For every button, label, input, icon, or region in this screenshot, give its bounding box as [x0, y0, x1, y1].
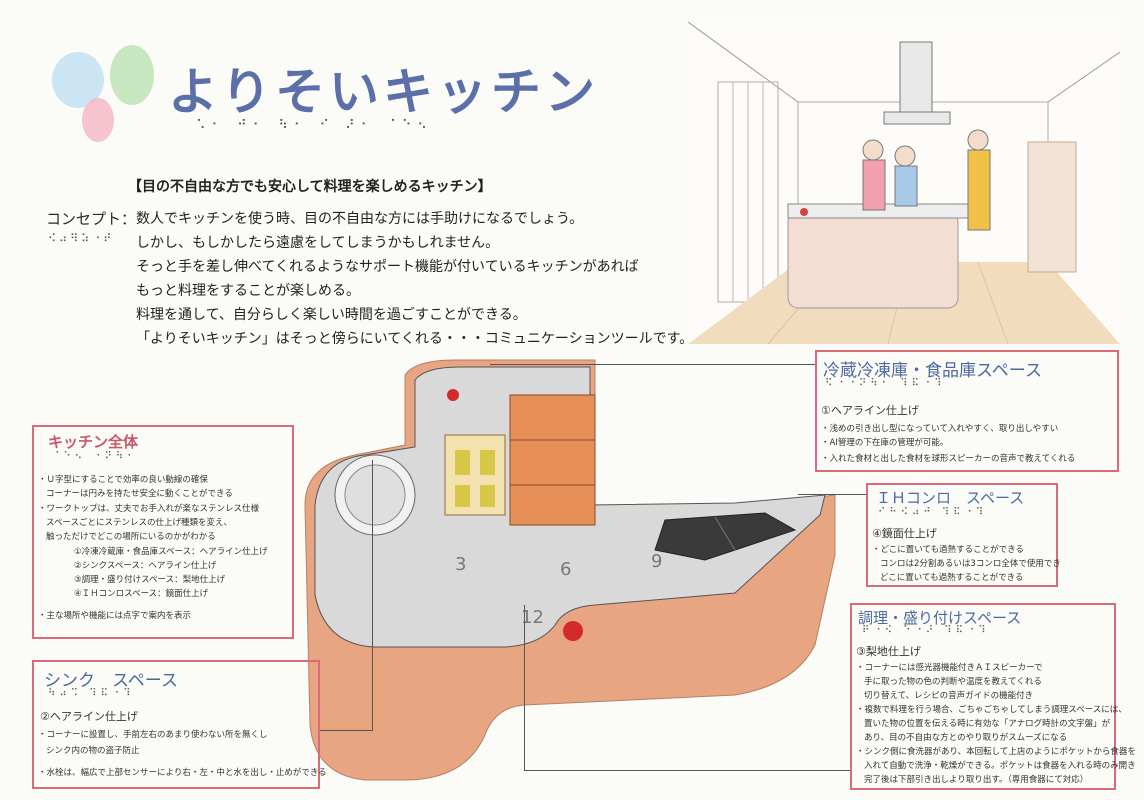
concept-label: コンセプト：	[46, 210, 137, 228]
cooking-head: ③梨地仕上げ	[856, 645, 921, 658]
ih-head: ④鏡面仕上げ	[872, 527, 937, 540]
sink-item: シンク内の物の盗子防止	[46, 746, 140, 756]
ih-item: ・どこに置いても過熱することができる	[872, 545, 1024, 555]
sink-item: ・水栓は、幅広で上部センサーにより右・左・中と水を出し・止めができる	[38, 768, 327, 778]
kitchen-all-item: コーナーは円みを持たせ安全に動くことができる	[46, 489, 233, 499]
ih-item: コンロは2分割あるいは3コンロ全体で使用でき	[880, 559, 1061, 569]
cooking-braille: ⠟⠐⠪ ⠑⠐⠜ ⠹⠯⠐⠹	[862, 625, 990, 636]
leader-sink-v	[372, 460, 373, 730]
concept-braille: ⠪⠴⠻⠵⠐⠞	[48, 232, 115, 245]
cooking-item: ・複数で料理を行う場合、ごちゃごちゃしてしまう調理スペースには、	[856, 705, 1127, 715]
kitchen-sketch: 3 6 9 12	[304, 359, 836, 781]
kitchen-all-item: ・ワークトップは、丈夫でお手入れが楽なステンレス仕様	[38, 504, 260, 514]
fridge-head: ①ヘアライン仕上げ	[821, 404, 919, 417]
sink-panel: シンク スペース ⠳⠴⠩ ⠹⠯⠐⠹ ②ヘアライン仕上げ ・コーナーに設置し、手前…	[32, 660, 327, 789]
cooking-item: 手に取った物の色の判断や温度を教えてくれる	[864, 677, 1042, 687]
cooking-item: ・コーナーには感光器機能付きＡＩスピーカーで	[856, 663, 1043, 673]
kitchen-all-braille: ⠈⠑⠢ ⠐⠝⠳⠂	[52, 451, 139, 462]
leader-cooking-h	[524, 770, 850, 771]
svg-text:12: 12	[521, 607, 544, 628]
fridge-item: ・入れた食材と出した食材を球形スピーカーの音声で教えてくれる	[821, 454, 1076, 464]
cooking-title: 調理・盛り付けスペース	[858, 609, 1022, 627]
leader-cooking-v	[524, 605, 525, 770]
kitchen-all-panel: キッチン全体 ⠈⠑⠢ ⠐⠝⠳⠂ ・Ｕ字型にすることで効率の良い動線の確保 コーナ…	[32, 425, 294, 639]
fridge-braille: ⠫⠐⠐⠝⠳⠂ ⠹⠯⠐⠹	[825, 378, 946, 389]
kitchen-all-item: スペースごとにステンレスの仕上げ種類を変え、	[46, 518, 232, 528]
fridge-item: ・AI管理の下在庫の管理が可能。	[821, 438, 949, 448]
kitchen-all-title: キッチン全体	[48, 433, 139, 451]
sink-head: ②ヘアライン仕上げ	[40, 710, 138, 723]
sink-item: ・コーナーに設置し、手前左右のあまり使わない所を無くし	[38, 730, 268, 740]
fridge-item: ・浅めの引き出し型になっていて入れやすく、取り出しやすい	[821, 424, 1059, 434]
kitchen-all-item: ④ＩＨコンロスペース：鏡面仕上げ	[74, 589, 209, 599]
kitchen-all-item: ・主な場所や機能には点字で案内を表示	[38, 611, 192, 621]
kitchen-all-item: ・Ｕ字型にすることで効率の良い動線の確保	[38, 475, 208, 485]
kitchen-all-item: ②シンクスペース：ヘアライン仕上げ	[74, 561, 217, 571]
logo-circles	[52, 45, 154, 142]
title-braille: ⠡⠂ ⠚⠂ ⠳⠂ ⠊ ⠜⠂ ⠈⠑⠢	[196, 118, 433, 133]
ih-title: ＩＨコンロ スペース	[876, 489, 1025, 507]
page-title: よりそいキッチン	[168, 63, 599, 121]
leader-sink-h	[318, 730, 373, 731]
kitchen-all-item: 触っただけでどこの場所にいるのかがわかる	[46, 532, 216, 542]
svg-text:6: 6	[560, 559, 571, 580]
room-sketch	[688, 22, 1120, 344]
leader-fridge	[490, 364, 815, 365]
concept-line: 数人でキッチンを使う時、目の不自由な方には手助けになるでしょう。	[136, 211, 584, 227]
concept-line: そっと手を差し伸べてくれるようなサポート機能が付いているキッチンがあれば	[136, 259, 639, 275]
sink-braille: ⠳⠴⠩ ⠹⠯⠐⠹	[48, 688, 135, 699]
concept-line: 料理を通して、自分らしく楽しい時間を過ごすことができる。	[136, 307, 527, 323]
ih-panel: ＩＨコンロ スペース ⠊⠓⠪⠴⠚ ⠹⠯⠐⠹ ④鏡面仕上げ ・どこに置いても過熱す…	[866, 483, 1061, 587]
cooking-item: あり、目の不自由な方とのやり取りがスムーズになる	[864, 733, 1068, 743]
kitchen-all-item: ③調理・盛り付けスペース：梨地仕上げ	[74, 575, 226, 585]
cooking-item: 置いた物の位置を伝える時に有効な「アナログ時計の文字盤」が	[864, 719, 1111, 729]
fridge-title: 冷蔵冷凍庫・食品庫スペース	[823, 361, 1042, 381]
kitchen-all-item: ①冷凍冷蔵庫・食品庫スペース：ヘアライン仕上げ	[74, 547, 268, 557]
sink-title: シンク スペース	[44, 671, 178, 691]
concept-line: 「よりそいキッチン」はそっと傍らにいてくれる・・・コミュニケーションツールです。	[136, 331, 694, 347]
cooking-item: 切り替えて、レシピの音声ガイドの機能付き	[864, 691, 1034, 701]
cooking-item: 入れて自動で洗浄・乾燥ができる。ポケットは食器を入れる時のみ開き	[864, 761, 1136, 771]
leader-ih	[798, 494, 866, 495]
ih-braille: ⠊⠓⠪⠴⠚ ⠹⠯⠐⠹	[878, 507, 988, 518]
concept-line: もっと料理をすることが楽しめる。	[136, 283, 360, 299]
ih-item: どこに置いても過熱することができる	[880, 573, 1024, 583]
svg-text:9: 9	[651, 551, 662, 572]
cooking-item: 完了後は下部引き出しより取り出す。（専用食器にて対応）	[864, 775, 1089, 785]
fridge-panel: 冷蔵冷凍庫・食品庫スペース ⠫⠐⠐⠝⠳⠂ ⠹⠯⠐⠹ ①ヘアライン仕上げ ・浅めの…	[815, 350, 1119, 472]
cooking-panel: 調理・盛り付けスペース ⠟⠐⠪ ⠑⠐⠜ ⠹⠯⠐⠹ ③梨地仕上げ ・コーナーには感…	[850, 603, 1136, 790]
subtitle: 【目の不自由な方でも安心して料理を楽しめるキッチン】	[128, 179, 492, 195]
concept-line: しかし、もしかしたら遠慮をしてしまうかもしれません。	[136, 235, 500, 251]
svg-text:3: 3	[455, 554, 466, 575]
cooking-item: ・シンク側に食洗器があり、本回転して上店のようにポケットから食器を	[856, 747, 1136, 757]
